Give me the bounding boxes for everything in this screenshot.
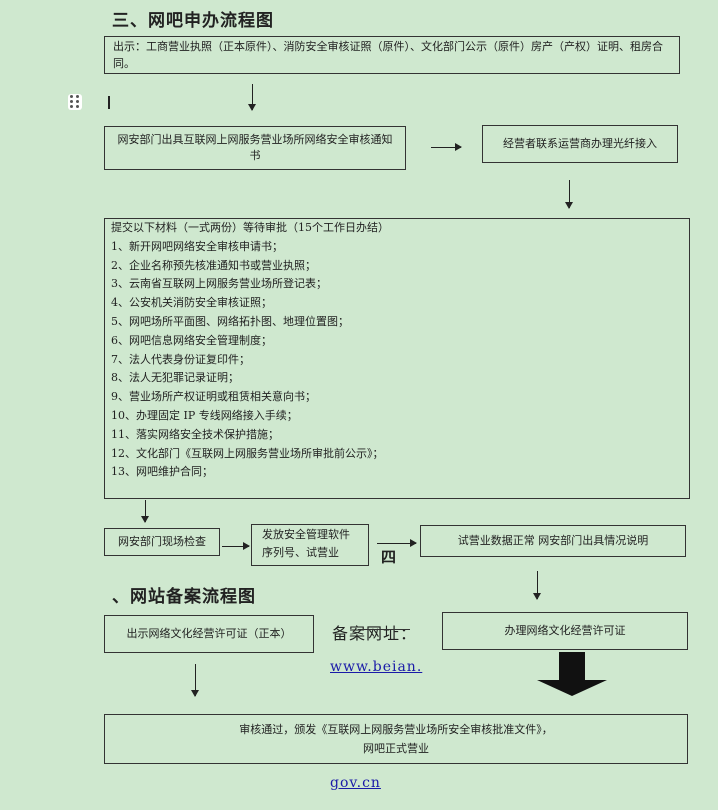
arrow-right-1 bbox=[431, 143, 462, 151]
section-4-title: 、网站备案流程图 bbox=[112, 587, 256, 607]
arrow-down-4 bbox=[533, 571, 541, 600]
four-glyph: 四 bbox=[381, 548, 397, 566]
license-apply-text: 办理网络文化经营许可证 bbox=[504, 624, 626, 637]
arrow-down-5 bbox=[191, 664, 199, 697]
arrow-down-2 bbox=[565, 180, 573, 209]
list-item: 9、营业场所产权证明或租赁相关意向书； bbox=[111, 390, 316, 404]
list-item: 4、公安机关消防安全审核证照； bbox=[111, 296, 272, 310]
list-item: 12、文化部门《互联网上网服务营业场所审批前公示》； bbox=[111, 446, 384, 460]
list-item: 5、网吧场所平面图、网络拓扑图、地理位置图； bbox=[111, 314, 349, 328]
list-item: 10、办理固定 IP 专线网络接入手续； bbox=[111, 408, 298, 422]
strike-line bbox=[358, 629, 410, 630]
arrow-right-2 bbox=[222, 542, 250, 550]
software-line-1: 发放安全管理软件 bbox=[262, 528, 350, 541]
software-line-2: 序列号、试营业 bbox=[262, 546, 339, 559]
list-item: 11、落实网络安全技术保护措施； bbox=[111, 427, 279, 441]
list-item: 7、法人代表身份证复印件； bbox=[111, 352, 250, 366]
police-notice-box: 网安部门出具互联网上网服务营业场所网络安全审核通知书 bbox=[104, 126, 406, 170]
materials-box: 提交以下材料（一式两份）等待审批（15个工作日办结） 1、新开网吧网络安全审核申… bbox=[104, 218, 690, 499]
police-notice-text: 网安部门出具互联网上网服务营业场所网络安全审核通知书 bbox=[117, 133, 393, 162]
section-3-title: 三、网吧申办流程图 bbox=[112, 11, 274, 31]
list-item: 3、云南省互联网上网服务营业场所登记表； bbox=[111, 277, 327, 291]
beian-label: 备案网址： bbox=[332, 624, 418, 643]
list-item: 1、新开网吧网络安全审核申请书； bbox=[111, 239, 283, 253]
list-item: 13、网吧维护合同； bbox=[111, 465, 213, 479]
license-apply-box: 办理网络文化经营许可证 bbox=[442, 612, 688, 650]
license-show-box: 出示网络文化经营许可证（正本） bbox=[104, 615, 314, 653]
list-item: 2、企业名称预先核准通知书或营业执照； bbox=[111, 258, 316, 272]
arrow-right-3 bbox=[377, 539, 417, 547]
beian-link-2[interactable]: gov.cn bbox=[330, 775, 381, 791]
inspection-text: 网安部门现场检查 bbox=[118, 535, 206, 548]
trial-box: 试营业数据正常 网安部门出具情况说明 bbox=[420, 525, 686, 557]
fiber-box: 经营者联系运营商办理光纤接入 bbox=[482, 125, 678, 163]
drag-handle-icon[interactable] bbox=[68, 94, 82, 110]
approval-line-1: 审核通过，颁发《互联网上网服务营业场所安全审核批准文件》， bbox=[239, 723, 553, 736]
trial-text: 试营业数据正常 网安部门出具情况说明 bbox=[457, 534, 649, 547]
fiber-text: 经营者联系运营商办理光纤接入 bbox=[503, 137, 657, 150]
list-item: 8、法人无犯罪记录证明； bbox=[111, 371, 239, 385]
text-cursor-icon bbox=[108, 96, 110, 109]
arrow-down-1 bbox=[248, 84, 256, 111]
inspection-box: 网安部门现场检查 bbox=[104, 528, 220, 556]
list-item: 6、网吧信息网络安全管理制度； bbox=[111, 333, 272, 347]
approval-box: 审核通过，颁发《互联网上网服务营业场所安全审核批准文件》， 网吧正式营业 bbox=[104, 714, 688, 764]
documents-text: 出示：工商营业执照（正本原件）、消防安全审核证照（原件）、文化部门公示（原件）房… bbox=[113, 40, 663, 70]
documents-box: 出示：工商营业执照（正本原件）、消防安全审核证照（原件）、文化部门公示（原件）房… bbox=[104, 36, 680, 74]
beian-link-1[interactable]: www.beian. bbox=[330, 659, 423, 675]
software-box: 发放安全管理软件 序列号、试营业 bbox=[251, 524, 369, 566]
big-down-arrow-icon bbox=[537, 652, 607, 696]
arrow-down-3 bbox=[141, 500, 149, 523]
approval-line-2: 网吧正式营业 bbox=[363, 742, 429, 755]
license-show-text: 出示网络文化经营许可证（正本） bbox=[126, 627, 292, 640]
materials-header: 提交以下材料（一式两份）等待审批（15个工作日办结） bbox=[111, 221, 389, 234]
